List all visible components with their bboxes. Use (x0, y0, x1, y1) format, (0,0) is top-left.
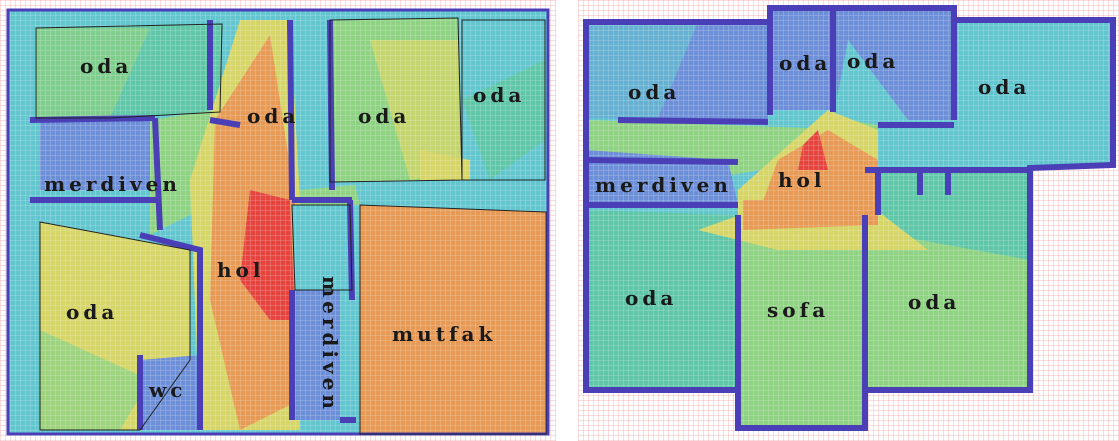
floor-plan-right: oda oda oda oda merdiven hol oda sofa od… (578, 0, 1119, 441)
room-label: sofa (767, 298, 829, 322)
right-walls (583, 5, 1116, 431)
room-label: merdiven (44, 172, 181, 196)
right-room-labels: oda oda oda oda merdiven hol oda sofa od… (595, 49, 1030, 322)
room-label: oda (779, 51, 831, 75)
room-label: oda (247, 104, 299, 128)
room-label: oda (473, 83, 525, 107)
room-label: oda (66, 300, 118, 324)
room-label: hol (778, 168, 825, 192)
room-label: oda (908, 290, 960, 314)
room-label: merdiven (595, 173, 732, 197)
room-label: hol (217, 258, 264, 282)
room-label: oda (625, 286, 677, 310)
left-walls (29, 19, 356, 430)
room-label: oda (358, 104, 410, 128)
room-label: oda (978, 75, 1030, 99)
left-room-labels: oda oda oda oda merdiven hol oda mutfak … (44, 54, 525, 413)
room-label: oda (847, 49, 899, 73)
room-label: merdiven (318, 276, 342, 413)
left-room-outlines (35, 17, 547, 435)
floor-plan-left-svg: oda oda oda oda merdiven hol oda mutfak … (0, 0, 556, 441)
room-label: mutfak (392, 322, 496, 346)
room-label: oda (628, 80, 680, 104)
floor-plan-left: oda oda oda oda merdiven hol oda mutfak … (0, 0, 556, 441)
room-label: wc (148, 378, 186, 402)
room-label: oda (80, 54, 132, 78)
floor-plan-right-svg: oda oda oda oda merdiven hol oda sofa od… (578, 0, 1119, 441)
